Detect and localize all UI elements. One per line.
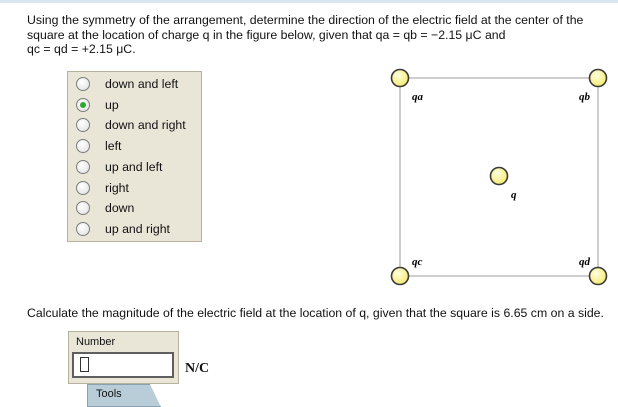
direction-options: down and left up down and right left up … (67, 71, 202, 242)
charge-qa-icon (390, 68, 410, 88)
magnitude-question: Calculate the magnitude of the electric … (27, 306, 604, 320)
question-text: Using the symmetry of the arrangement, d… (27, 13, 612, 57)
label-qb: qb (579, 91, 591, 103)
option-label: left (105, 139, 122, 153)
charge-q-icon (489, 166, 509, 186)
option-label: up and right (105, 222, 170, 236)
unit-label: N/C (185, 361, 210, 376)
label-qa: qa (412, 91, 424, 103)
radio-button[interactable] (76, 77, 90, 91)
number-label: Number (76, 336, 116, 348)
option-label: right (105, 181, 129, 195)
option-label: up (105, 98, 119, 112)
question-line-1: Using the symmetry of the arrangement, d… (27, 13, 584, 27)
radio-button[interactable] (76, 222, 90, 236)
charge-qb-icon (588, 68, 608, 88)
option-down-and-right[interactable]: down and right (68, 115, 201, 135)
option-up[interactable]: up (68, 95, 201, 115)
charge-qc-icon (390, 266, 410, 286)
radio-button[interactable] (76, 181, 90, 195)
option-label: up and left (105, 160, 163, 174)
option-down[interactable]: down (68, 198, 201, 218)
label-q: q (511, 189, 517, 201)
text-cursor-icon (80, 357, 89, 372)
charge-square-diagram: qa qb q qc qd (390, 68, 608, 286)
square-outline (399, 77, 599, 277)
option-down-and-left[interactable]: down and left (68, 74, 201, 94)
tools-tab[interactable]: Tools (87, 384, 161, 407)
option-left[interactable]: left (68, 136, 201, 156)
option-right[interactable]: right (68, 178, 201, 198)
tools-label: Tools (96, 388, 122, 400)
number-input[interactable] (72, 352, 174, 378)
option-up-and-left[interactable]: up and left (68, 157, 201, 177)
label-qd: qd (579, 256, 591, 268)
option-label: down (105, 201, 135, 215)
radio-button[interactable] (76, 118, 90, 132)
label-qc: qc (412, 256, 423, 268)
top-divider (0, 0, 618, 3)
number-answer-box: Number (68, 331, 179, 384)
option-up-and-right[interactable]: up and right (68, 219, 201, 239)
charge-qd-icon (588, 266, 608, 286)
radio-button-selected[interactable] (76, 98, 90, 112)
option-label: down and left (105, 77, 179, 91)
question-line-2: square at the location of charge q in th… (27, 27, 506, 42)
question-line-3: qc = qd = +2.15 μC. (27, 42, 136, 57)
radio-button[interactable] (76, 139, 90, 153)
option-label: down and right (105, 118, 186, 132)
radio-button[interactable] (76, 160, 90, 174)
radio-button[interactable] (76, 201, 90, 215)
